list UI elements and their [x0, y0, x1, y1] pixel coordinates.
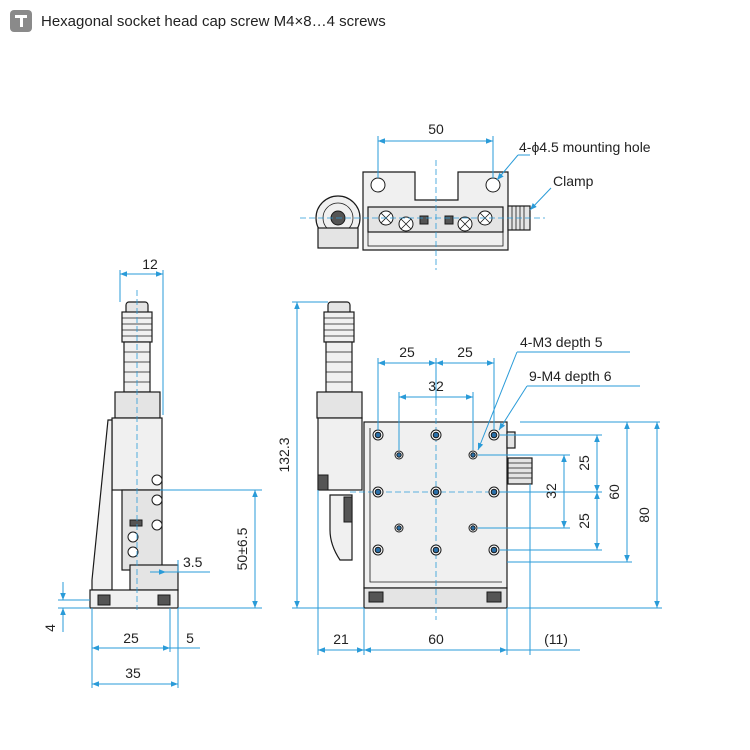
side-bracket [91, 419, 113, 591]
dim-v-25a: 25 [576, 455, 592, 471]
m4-holes [372, 429, 500, 556]
side-view: 12 50±6.5 3.5 4 25 5 35 [42, 256, 262, 688]
dim-front-25a: 25 [399, 344, 415, 360]
mounting-hole [370, 177, 386, 193]
m3-holes [394, 450, 478, 533]
dim-v-25b: 25 [576, 513, 592, 529]
label-m4: 9-M4 depth 6 [529, 368, 612, 384]
label-clamp: Clamp [553, 173, 594, 189]
header-text: Hexagonal socket head cap screw M4×8…4 s… [41, 12, 386, 30]
dim-v-80: 80 [636, 507, 652, 523]
dim-front-32: 32 [428, 378, 444, 394]
dim-side-35: 35 [125, 665, 141, 681]
dim-side-4: 4 [42, 624, 58, 632]
label-m3: 4-M3 depth 5 [520, 334, 603, 350]
dim-side-5: 5 [186, 630, 194, 646]
label-mounting-hole: 4-ϕ4.5 mounting hole [519, 139, 651, 155]
dim-side-25: 25 [123, 630, 139, 646]
dim-v-32: 32 [543, 483, 559, 499]
dim-side-50: 50±6.5 [234, 527, 250, 570]
dim-v-60: 60 [606, 484, 622, 500]
dim-side-3-5: 3.5 [183, 554, 203, 570]
dim-bot-60: 60 [428, 631, 444, 647]
mounting-hole [485, 177, 501, 193]
stage-top-plate [363, 421, 508, 589]
side-base [89, 589, 179, 609]
front-view: 25 25 32 4-M3 depth 5 9-M4 depth 6 25 25… [276, 301, 662, 655]
screw-tool-icon [10, 10, 32, 32]
dim-bot-11: (11) [544, 631, 568, 647]
micrometer-body-top [317, 227, 359, 249]
header: Hexagonal socket head cap screw M4×8…4 s… [10, 9, 386, 33]
clamp-knob-front [507, 457, 533, 485]
dim-bot-21: 21 [333, 631, 349, 647]
top-view: 50 4-ϕ4.5 mounting hole Clamp [300, 121, 651, 270]
dim-h-132: 132.3 [276, 437, 292, 472]
dim-top-50: 50 [428, 121, 444, 137]
micrometer-thimble-front [323, 311, 355, 343]
dim-side-12: 12 [142, 256, 158, 272]
dim-front-25b: 25 [457, 344, 473, 360]
